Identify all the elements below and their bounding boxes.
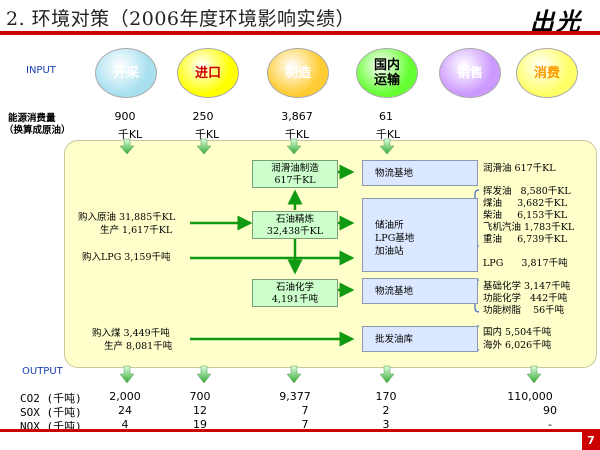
stage-label: 国内 运输 [373, 58, 400, 88]
emission-value: 700 [189, 390, 211, 403]
energy-unit-manufacture: 千KL [284, 128, 310, 141]
input-arrows [119, 138, 395, 155]
box-logistics-1: 物流基地 [362, 160, 478, 186]
emission-value: 7 [301, 418, 309, 431]
input-crude-production: 生产 1,617千KL [100, 225, 173, 236]
product-refined-4: 飞机汽油 1,783千KL [483, 222, 575, 233]
emission-value: 7 [301, 404, 309, 417]
energy-unit-import: 千KL [194, 128, 220, 141]
input-lpg: 购入LPG 3,159千吨 [82, 252, 171, 263]
product-refined-2: 煤油 3,682千KL [483, 198, 568, 209]
energy-value-mining: 900 [114, 110, 136, 123]
emission-label-sox: SOX (千吨) [20, 406, 82, 419]
page-number: 7 [582, 432, 600, 450]
box-refining: 石油精炼 32,438千KL [252, 211, 338, 239]
stage-import: 进口 [177, 48, 239, 98]
input-coal-purchase: 购入煤 3,449千吨 [92, 328, 170, 339]
footer-divider [0, 429, 600, 432]
stage-consumption: 消费 [516, 48, 578, 98]
stage-manufacture: 制造 [267, 48, 329, 98]
product-chem-3: 功能树脂 56千吨 [483, 305, 565, 316]
energy-label: 能源消费量 [8, 113, 56, 124]
page-title: 2. 环境对策（2006年度环境影响实绩） [6, 8, 356, 30]
box-storage: 储油所 LPG基地 加油站 [362, 198, 478, 272]
emission-value: 4 [121, 418, 129, 431]
stage-sales: 销售 [439, 48, 501, 98]
output-label: OUTPUT [22, 366, 63, 377]
stage-label: 进口 [194, 65, 221, 81]
box-lube-plant: 润滑油制造 617千KL [252, 160, 338, 188]
stage-domestic-transport: 国内 运输 [356, 48, 418, 98]
emission-value: 2 [382, 404, 390, 417]
product-chem-2: 功能化学 442千吨 [483, 293, 568, 304]
product-lube: 润滑油 617千KL [483, 163, 556, 174]
emission-value: - [548, 418, 552, 431]
emission-value: 170 [375, 390, 397, 403]
input-coal-production: 生产 8,081千吨 [104, 341, 173, 352]
stage-mining: 开采 [95, 48, 157, 98]
product-refined-5: 重油 6,739千KL [483, 234, 568, 245]
emission-value: 24 [118, 404, 132, 417]
energy-unit-mining: 千KL [117, 128, 143, 141]
stage-label: 销售 [456, 65, 483, 81]
emission-value: 19 [193, 418, 207, 431]
stage-label: 消费 [533, 65, 560, 81]
product-lpg: LPG 3,817千吨 [483, 258, 568, 269]
box-wholesale: 批发油库 [362, 326, 478, 352]
emission-value: 3 [382, 418, 390, 431]
product-chem-1: 基础化学 3,147千吨 [483, 281, 571, 292]
input-crude-purchase: 购入原油 31,885千KL [78, 212, 176, 223]
product-coal-domestic: 国内 5,504千吨 [483, 327, 552, 338]
box-petrochem: 石油化学 4,191千吨 [252, 279, 338, 307]
stage-label: 开采 [112, 65, 139, 81]
emission-value: 110,000 [507, 390, 553, 403]
emission-value: 9,377 [279, 390, 311, 403]
emission-value: 12 [193, 404, 207, 417]
energy-value-transport: 61 [379, 110, 393, 123]
energy-value-manufacture: 3,867 [281, 110, 313, 123]
header-divider [0, 31, 600, 35]
emission-label-co2: CO2 (千吨) [20, 392, 82, 405]
stage-label: 制造 [284, 65, 311, 81]
product-coal-overseas: 海外 6,026千吨 [483, 340, 552, 351]
output-arrows [119, 365, 542, 384]
product-refined-3: 柴油 6,153千KL [483, 210, 568, 221]
energy-unit-transport: 千KL [375, 128, 401, 141]
box-logistics-2: 物流基地 [362, 278, 478, 304]
input-label: INPUT [26, 65, 56, 76]
energy-value-import: 250 [192, 110, 214, 123]
product-refined-1: 挥发油 8,580千KL [483, 186, 571, 197]
energy-sublabel: （换算成原油） [4, 125, 71, 136]
emission-value: 90 [543, 404, 557, 417]
emission-value: 2,000 [109, 390, 141, 403]
